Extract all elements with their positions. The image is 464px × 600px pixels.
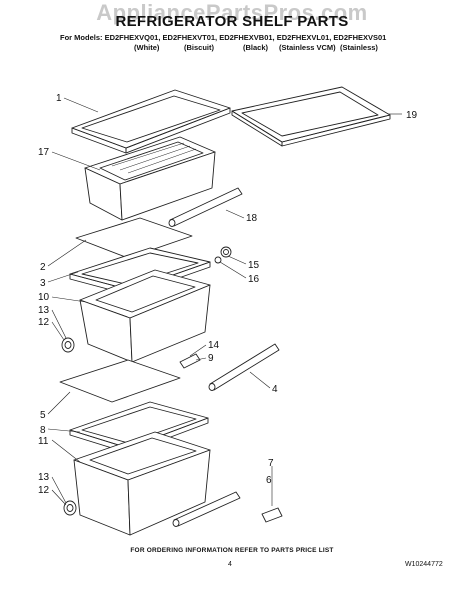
part-19-glass-shelf	[231, 86, 391, 147]
callout-4: 4	[272, 384, 278, 395]
color-black: (Black)	[243, 43, 269, 52]
callout-7: 7	[268, 458, 274, 469]
document-number: W10244772	[405, 561, 443, 568]
part-13-12-lower-roller	[63, 500, 77, 516]
part-10-drawer	[79, 269, 211, 363]
callout-13b: 13	[38, 472, 50, 483]
ordering-note: FOR ORDERING INFORMATION REFER TO PARTS …	[130, 547, 334, 554]
page-number: 4	[228, 561, 232, 568]
callout-15: 15	[248, 260, 260, 271]
callout-6: 6	[266, 475, 272, 486]
part-6-bracket	[261, 507, 283, 523]
color-stainless: (Stainless)	[340, 43, 378, 52]
callout-2: 2	[40, 262, 46, 273]
callout-12b: 12	[38, 485, 50, 496]
callout-19: 19	[406, 110, 418, 121]
callout-8: 8	[40, 425, 46, 436]
part-15-16-slide-end	[214, 246, 232, 264]
callout-18: 18	[246, 213, 258, 224]
part-2-glass-insert	[75, 217, 193, 259]
part-17-crisper-drawer	[84, 136, 216, 221]
part-7-trim-rod	[172, 491, 241, 527]
callout-11: 11	[38, 436, 49, 447]
model-list: For Models: ED2FHEXVQ01, ED2FHEXVT01, ED…	[60, 33, 387, 42]
leader-lines	[47, 97, 402, 506]
part-18-trim-rod	[168, 187, 243, 227]
part-13-12-roller	[61, 337, 75, 353]
color-biscuit: (Biscuit)	[184, 43, 214, 52]
callout-12a: 12	[38, 317, 50, 328]
callout-14: 14	[208, 340, 220, 351]
callout-10: 10	[38, 292, 50, 303]
part-14-9-latch	[179, 353, 201, 369]
part-1-shelf-frame	[71, 89, 231, 154]
callout-13a: 13	[38, 305, 50, 316]
part-4-trim-rod	[208, 343, 280, 391]
callout-9: 9	[208, 353, 214, 364]
part-11-drawer	[73, 431, 211, 536]
page-title: REFRIGERATOR SHELF PARTS	[115, 13, 349, 30]
callout-1: 1	[56, 93, 62, 104]
callout-16: 16	[248, 274, 260, 285]
callout-17: 17	[38, 147, 50, 158]
color-white: (White)	[134, 43, 160, 52]
watermark-text: AppliancePartsPros.com	[96, 0, 368, 25]
part-5-glass-insert	[59, 359, 181, 403]
callout-5: 5	[40, 410, 46, 421]
callout-3: 3	[40, 278, 46, 289]
color-stainless-vcm: (Stainless VCM)	[279, 43, 336, 52]
part-8-frame	[69, 401, 209, 454]
